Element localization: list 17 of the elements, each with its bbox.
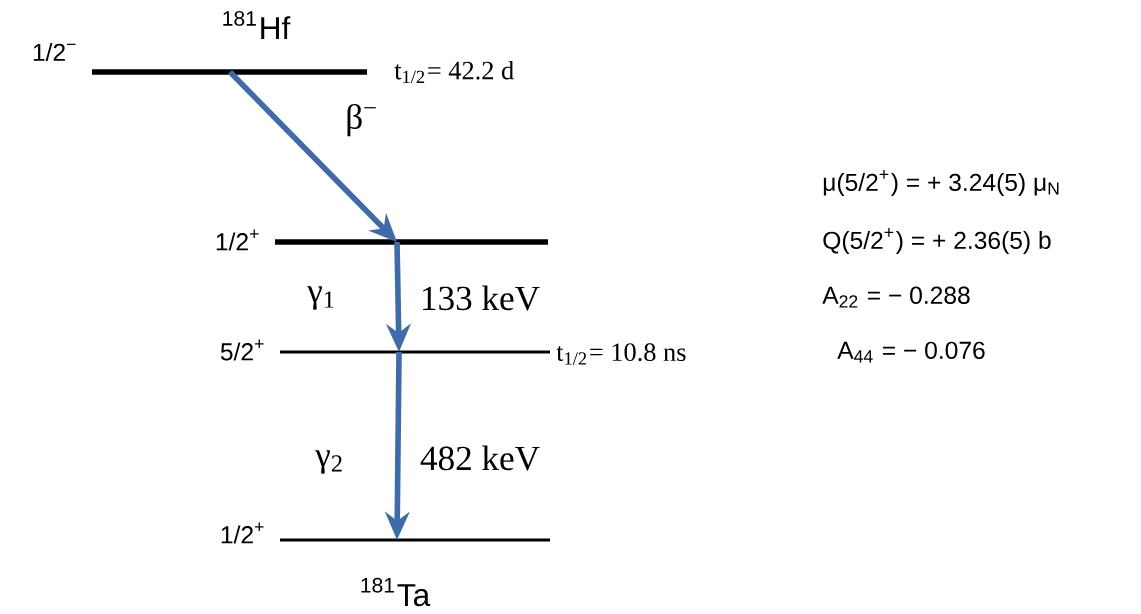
coefficient-label: A$_{44}$ = − 0.076 <box>837 341 985 363</box>
energy-label: 482 keV <box>420 445 540 471</box>
iso-label: $^{181}$Hf <box>223 10 291 40</box>
iso-label: $^{181}$Ta <box>361 577 431 607</box>
half-life-label: t$_{1/2}$= 10.8 ns <box>556 343 686 365</box>
spin-label: 5/2$^{+}$ <box>220 339 264 361</box>
edge-label: β$^{−}$ <box>341 100 383 140</box>
moment-label: μ(5/2$^{+}$) = + 3.24(5) μ$_{N}$ <box>823 170 1059 196</box>
spin-label: 1/2$^{−}$ <box>33 43 76 61</box>
coefficient-label: A$_{22}$ = − 0.288 <box>822 286 970 308</box>
spin-label: 1/2$^{+}$ <box>221 522 264 544</box>
energy-label: 133 keV <box>423 285 540 311</box>
moment-label: Q(5/2$^{+}$) = + 2.36(5) b <box>823 228 1051 254</box>
edge-label: γ$_{1}$ <box>303 282 341 314</box>
spin-label: 1/2$^{+}$ <box>216 229 259 251</box>
edge-label: γ$_{2}$ <box>311 446 349 478</box>
half-life-label: t$_{1/2}$= 42.2 d <box>394 60 514 84</box>
